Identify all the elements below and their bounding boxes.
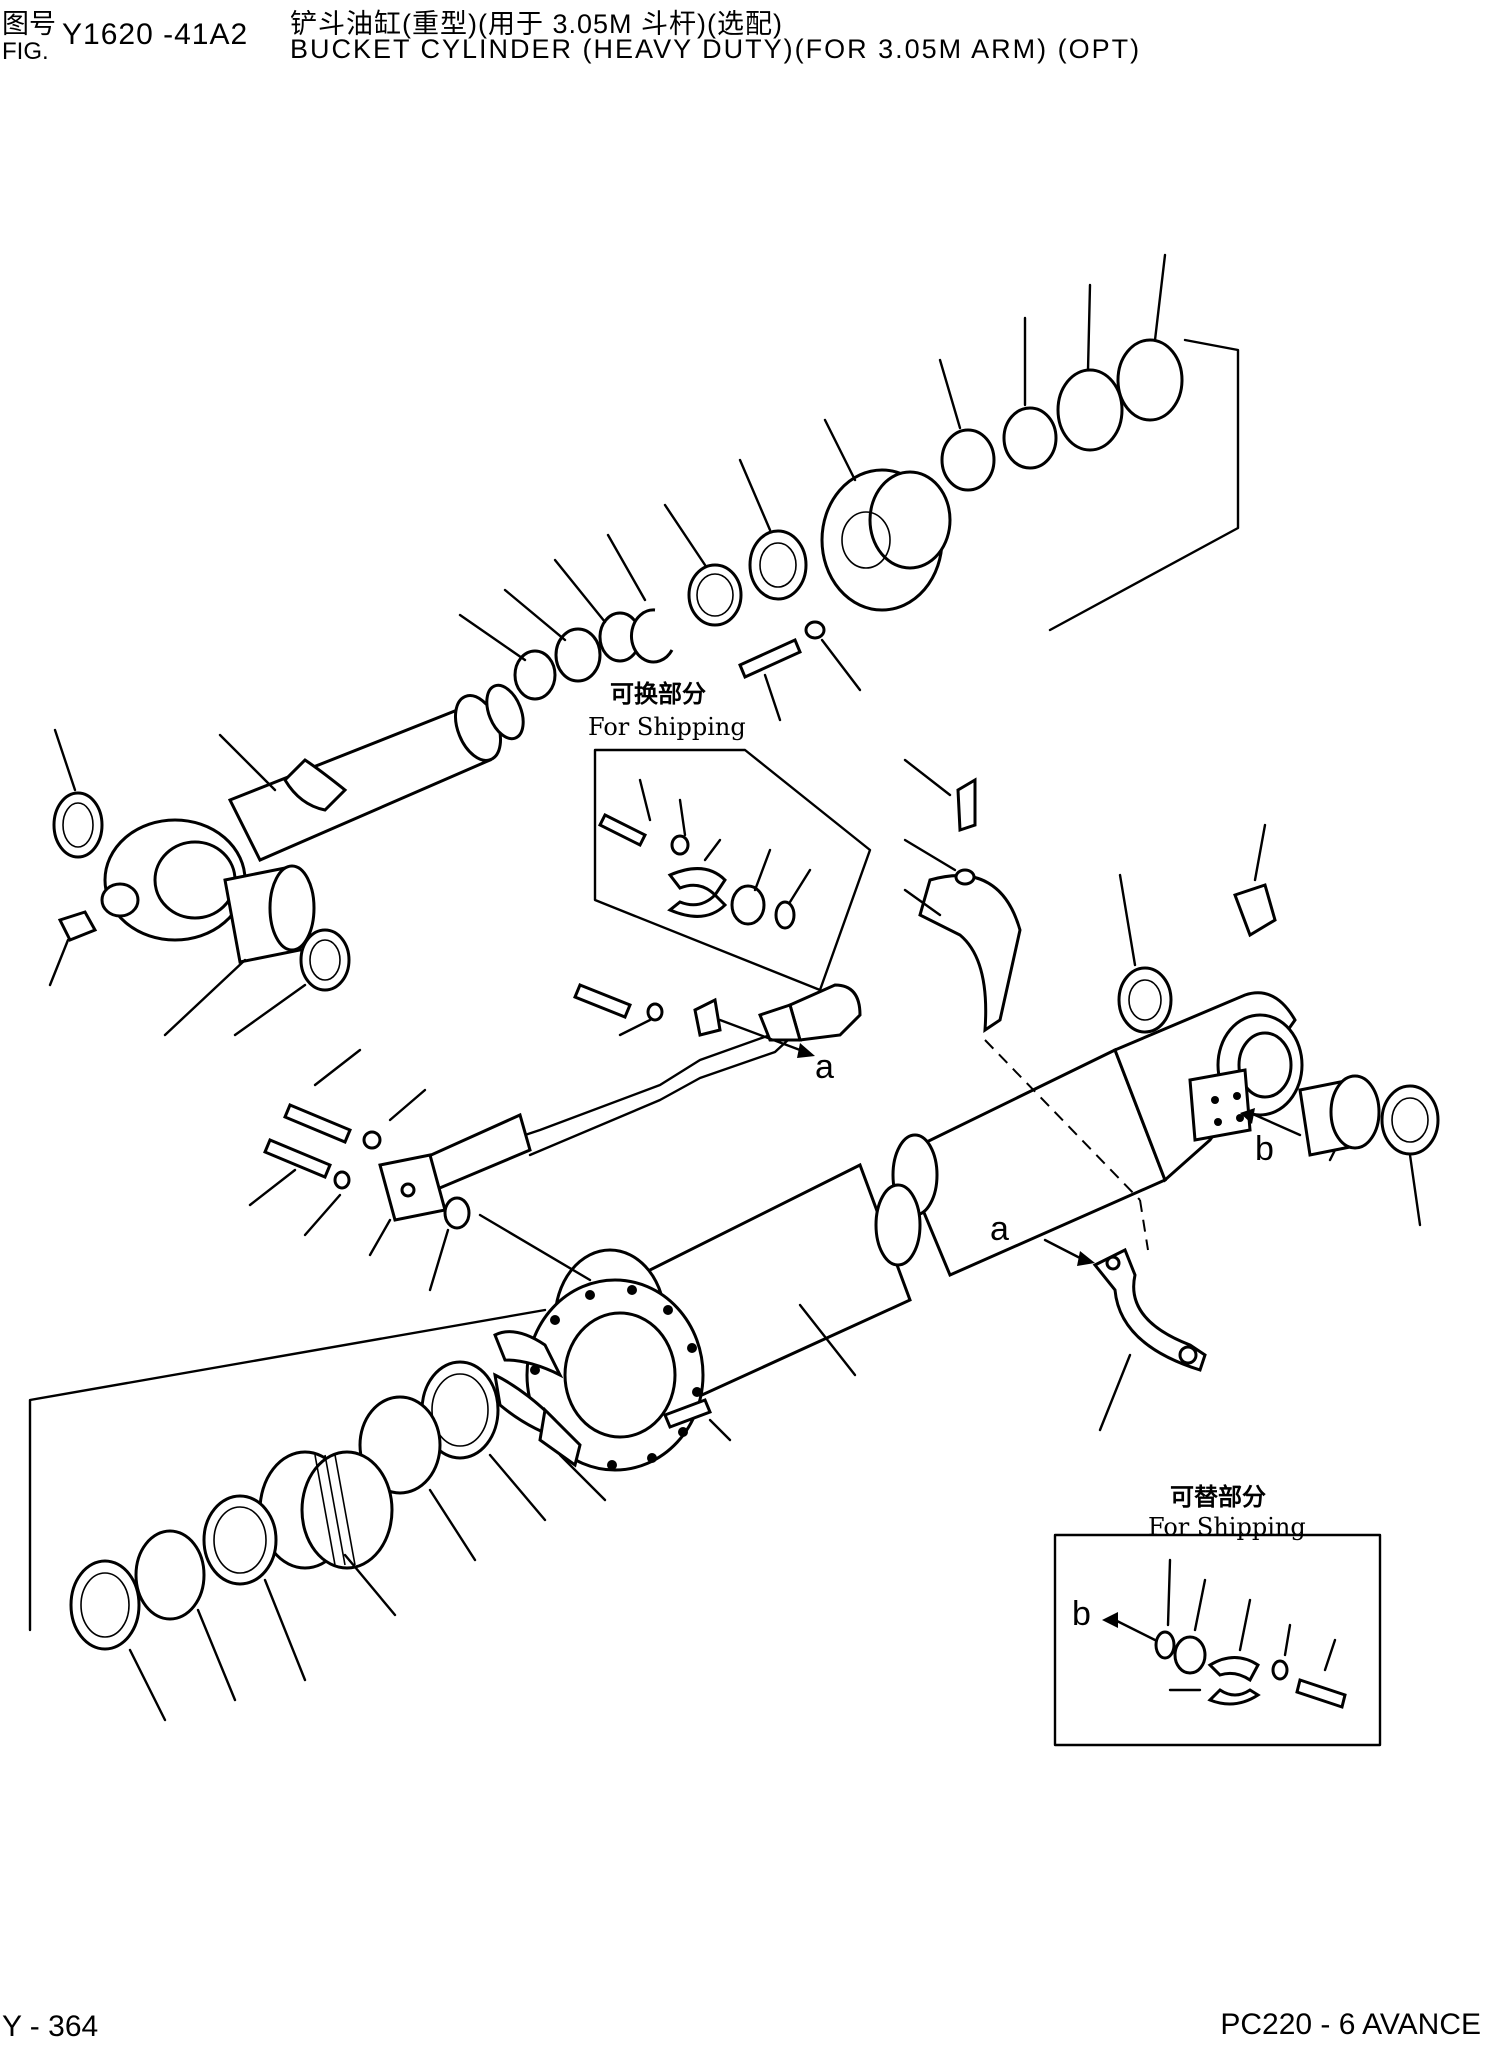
shipping-box-lower [1053, 1533, 1382, 1747]
rod-break-mark [283, 758, 348, 812]
port-block [1188, 1068, 1252, 1142]
ship-bolt-upper [597, 812, 648, 848]
head-bushing [940, 428, 996, 492]
grease-fitting-rod [57, 910, 98, 942]
page-title-en: BUCKET CYLINDER (HEAVY DUTY)(FOR 3.05M A… [290, 34, 1142, 64]
dust-seal-rod-eye-2 [299, 928, 351, 992]
ring-1 [513, 649, 557, 701]
split-clamp-1 [493, 1330, 564, 1379]
ship-bolt-lower [1295, 1678, 1347, 1709]
bushing-face [268, 864, 316, 952]
machine-model: PC220 - 6 AVANCE [1220, 2008, 1481, 2041]
shipping-lower-cn: 可替部分 [1170, 1482, 1266, 1511]
rod-seal-bearing [748, 529, 808, 601]
head-o-ring-1 [1056, 368, 1124, 452]
rod-eye-boss [100, 882, 140, 918]
cylinder-tube-assembly: b [525, 758, 1440, 1472]
group-bracket-lower [28, 1308, 547, 1632]
pipe-clamp-upper [918, 874, 1022, 1033]
tube-break-2 [874, 1183, 922, 1267]
dust-seal-bottom-2 [1380, 1084, 1440, 1156]
figure-label-cn: 图号 [2, 9, 56, 39]
page-title-cn: 铲斗油缸(重型)(用于 3.05M 斗杆)(选配) [290, 9, 783, 39]
split-flange-lower [1207, 1656, 1260, 1683]
piston-rear [300, 1450, 394, 1570]
head-washer [804, 620, 826, 640]
head-o-ring-2 [1116, 338, 1184, 422]
clamp-bolt-upper [956, 777, 977, 833]
piston-wear-ring [134, 1529, 206, 1621]
group-bracket-upper [1048, 338, 1240, 632]
ship-ring-lower [1173, 1635, 1207, 1675]
piston-assembly [28, 1213, 732, 1722]
dust-seal-rod-eye [52, 791, 104, 859]
ring-2 [554, 627, 602, 683]
ship-o-ring-upper [730, 884, 766, 926]
shipping-group-lower: b 可替部分 For Shipping [1053, 1482, 1382, 1747]
split-flange-upper [667, 867, 727, 898]
grease-fitting-bottom [1233, 883, 1277, 938]
dust-seal-bottom [1117, 966, 1173, 1034]
figure-number: Y1620 -41A2 [62, 18, 249, 51]
figure-label-en: FIG. [2, 38, 49, 65]
shipping-upper-en: For Shipping [588, 713, 746, 741]
rod-eye-bore [153, 840, 237, 920]
shipping-upper-cn: 可换部分 [610, 679, 706, 708]
shipping-lower-en: For Shipping [1148, 1513, 1306, 1541]
pipe-clamp-lower: a [990, 1210, 1207, 1432]
snap-ring [630, 608, 674, 664]
elbow-fitting [788, 983, 862, 1042]
flange-bolt-1 [283, 1103, 352, 1144]
piston-rod-assembly [48, 253, 1240, 1037]
leader-lines-upper [48, 253, 1167, 1037]
hose-pipe-assembly: a [248, 983, 862, 1292]
head-backup-ring [1002, 406, 1058, 470]
clamp-bolt [573, 983, 632, 1019]
cylinder-tube-rear [898, 1047, 1167, 1277]
clamp-plate [693, 997, 722, 1037]
page-number: Y - 364 [2, 2010, 99, 2043]
clamp-key [538, 1406, 582, 1468]
ship-o-ring-lower [1154, 1630, 1176, 1660]
ref-a-upper: a [815, 1048, 834, 1086]
head-bolt [738, 637, 802, 680]
flange-o-ring [443, 1196, 471, 1230]
ref-a-lower: a [990, 1210, 1009, 1248]
ref-b-upper: b [1255, 1130, 1274, 1168]
shipping-box-upper [593, 748, 872, 992]
shipping-group-upper: 可换部分 For Shipping [588, 679, 872, 992]
piston-seal [202, 1494, 278, 1586]
head-mount-bolt [663, 1398, 712, 1429]
flange-bolt-2 [263, 1138, 332, 1179]
rod-end-tip [485, 683, 525, 741]
ref-b-lower: b [1072, 1595, 1091, 1633]
